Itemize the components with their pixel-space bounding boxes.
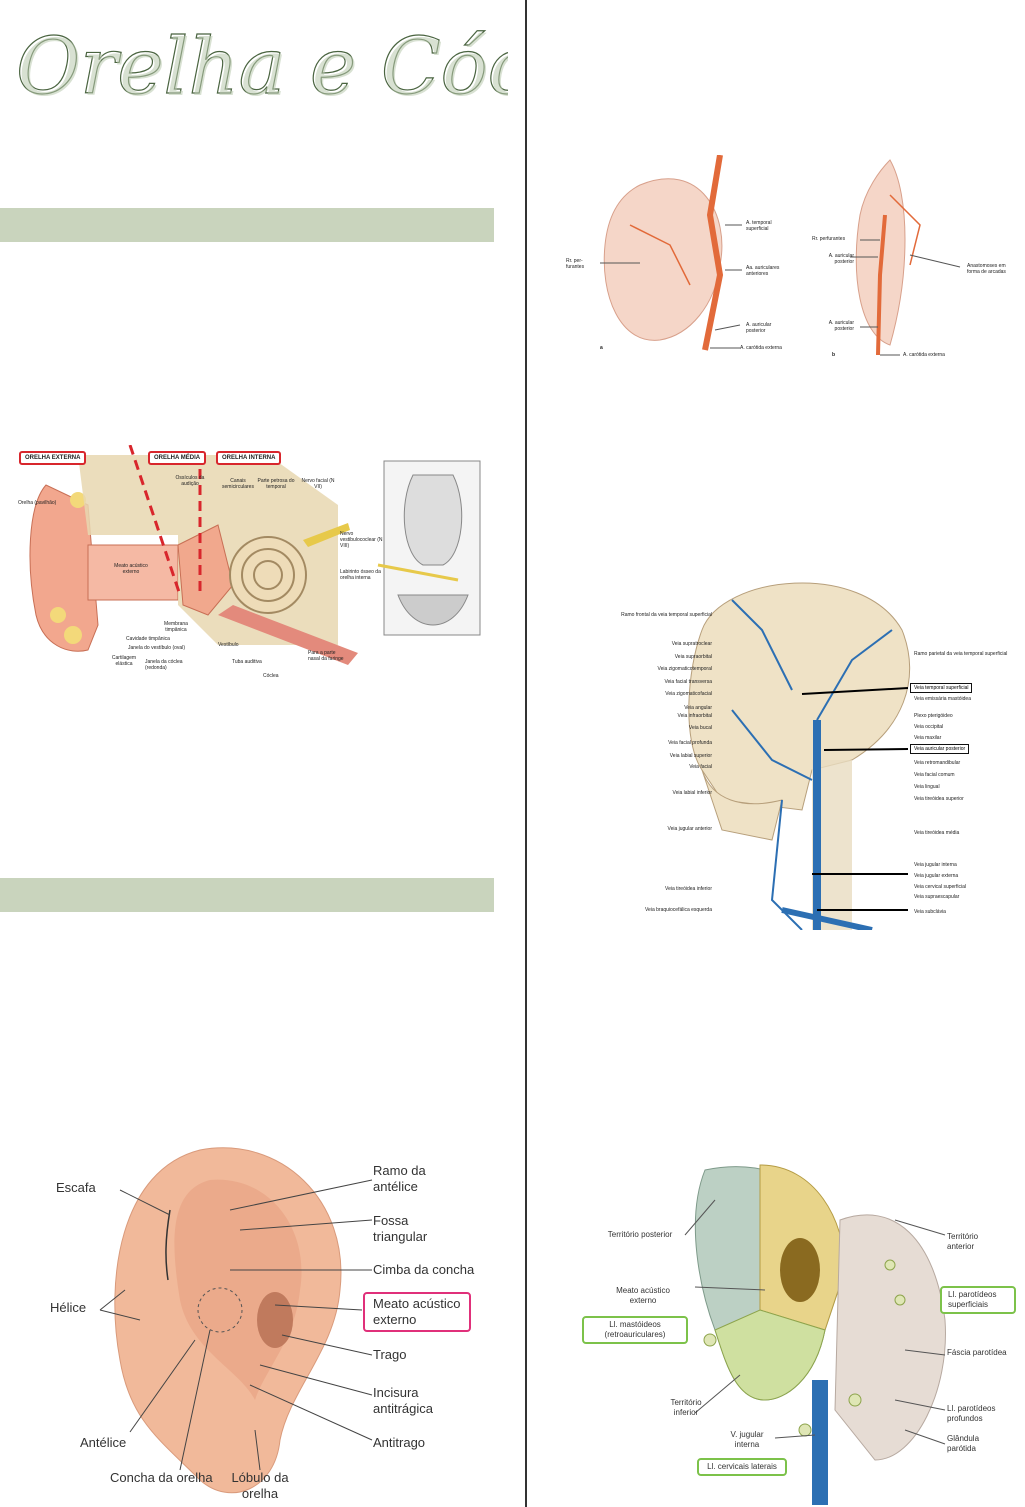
label-b-carotida: A. carótida externa: [903, 352, 945, 358]
vein-right-16: Veia subclávia: [914, 909, 946, 915]
vein-right-6-highlight: Veia auricular posterior: [910, 744, 969, 754]
region-label-external: ORELHA EXTERNA: [19, 451, 86, 465]
ear-sections-figure: ORELHA EXTERNA ORELHA MÉDIA ORELHA INTER…: [18, 445, 488, 685]
label-escafa: Escafa: [56, 1180, 96, 1196]
label-b-perfurantes: Rr. perfurantes: [812, 236, 845, 242]
vein-right-0: Ramo parietal da veia temporal superfici…: [914, 651, 1014, 657]
label-b-auricular-post: A. auricular posterior: [818, 253, 854, 265]
label-ossiculos: Ossículos da audição: [168, 475, 212, 487]
arteries-figure: A. temporal superficial Rr. per-furantes…: [560, 155, 1020, 370]
region-label-middle: ORELHA MÉDIA: [148, 451, 206, 465]
label-vestibulo: Vestíbulo: [218, 642, 239, 648]
label-a-carotida: A. carótida externa: [740, 345, 782, 351]
label-a-perfurantes: Rr. per-furantes: [566, 258, 596, 270]
section-band-1: [0, 208, 494, 242]
label-parte-petrosa: Parte petrosa do temporal: [256, 478, 296, 490]
vein-left-6: Veia angular: [620, 705, 712, 711]
label-nervo-facial: Nervo facial (N VII): [301, 478, 335, 490]
vein-left-13: Veia jugular anterior: [620, 826, 712, 832]
label-incisura: Incisura antitrágica: [373, 1385, 453, 1417]
vein-left-0: Ramo frontal da veia temporal superficia…: [612, 612, 712, 618]
label-territorio-posterior: Território posterior: [605, 1230, 675, 1240]
vein-left-8: Veia bucal: [620, 725, 712, 731]
label-meato-highlight: Meato acústico externo: [363, 1292, 471, 1332]
label-a-temporal: A. temporal superficial: [746, 220, 786, 232]
column-divider: [525, 0, 527, 1507]
label-lobulo: Lóbulo da orelha: [230, 1470, 290, 1502]
vein-left-3: Veia zigomaticotemporal: [610, 666, 712, 672]
vein-left-labels: Ramo frontal da veia temporal superficia…: [612, 612, 712, 618]
label-parotideos-prof: Ll. parotídeos profundos: [947, 1404, 1015, 1424]
label-meato: Meato acústico externo: [113, 563, 149, 575]
vein-left-15: Veia braquiocefálica esquerda: [620, 907, 712, 913]
label-mastoideos-highlight: Ll. mastóideos (retroauriculares): [582, 1316, 688, 1344]
auricle-figure: Escafa Hélice Antélice Concha da orelha …: [50, 1140, 490, 1507]
label-tuba: Tuba auditiva: [232, 659, 262, 665]
label-cervicais-highlight: Ll. cervicais laterais: [697, 1458, 787, 1476]
vein-right-8: Veia facial comum: [914, 772, 955, 778]
vein-right-10: Veia tireóidea superior: [914, 796, 964, 802]
label-helice: Hélice: [50, 1300, 86, 1316]
label-ramo: Ramo da antélice: [373, 1163, 453, 1195]
vein-right-13: Veia jugular externa: [914, 873, 958, 879]
vein-right-4: Veia occipital: [914, 724, 943, 730]
label-canais: Canais semicirculares: [218, 478, 258, 490]
vein-left-7: Veia infraorbital: [620, 713, 712, 719]
vein-right-15: Veia supraescapular: [914, 894, 959, 900]
label-jugular: V. jugular interna: [719, 1430, 775, 1450]
vein-right-14: Veia cervical superficial: [914, 884, 966, 890]
label-fascia: Fáscia parotídea: [947, 1348, 1007, 1358]
label-territorio-anterior: Território anterior: [947, 1232, 1007, 1252]
vein-left-10: Veia labial superior: [620, 753, 712, 759]
vein-left-9: Veia facial profunda: [620, 740, 712, 746]
label-territorio-inferior: Território inferior: [661, 1398, 711, 1418]
label-janela-coclea: Janela da cóclea (redonda): [145, 659, 185, 671]
vein-left-12: Veia labial inferior: [620, 790, 712, 796]
label-lymph-meato: Meato acústico externo: [603, 1286, 683, 1306]
label-membrana: Membrana timpânica: [158, 621, 194, 633]
page-title: Orelha e Cóclea Orelha e Cóclea: [8, 8, 508, 118]
vein-left-2: Veia supraorbital: [637, 654, 712, 660]
label-b-anastomoses: Anastomoses em forma de arcadas: [967, 263, 1017, 275]
vein-right-12: Veia jugular interna: [914, 862, 957, 868]
section-band-2: [0, 878, 494, 912]
vein-left-14: Veia tireóidea inferior: [610, 886, 712, 892]
label-cimba: Cimba da concha: [373, 1262, 474, 1278]
label-janela-vestibulo: Janela do vestíbulo (oval): [128, 645, 188, 651]
vein-right-5: Veia maxilar: [914, 735, 941, 741]
label-a-auricular-post: A. auricular posterior: [746, 322, 780, 334]
label-faringe: Para a parte nasal da faringe: [308, 650, 348, 662]
region-label-internal: ORELHA INTERNA: [216, 451, 281, 465]
vein-right-2: Veia emissária mastóidea: [914, 696, 971, 702]
label-orelha: Orelha (pavilhão): [18, 500, 58, 506]
label-coclea: Cóclea: [263, 673, 279, 679]
label-panel-b: b: [832, 352, 835, 358]
label-a-auriculares: Aa. auriculares anteriores: [746, 265, 786, 277]
label-nervo-vestibulococlear: Nervo vestibulococlear (N VIII): [340, 531, 386, 549]
vein-right-9: Veia lingual: [914, 784, 940, 790]
vein-right-7: Veia retromandibular: [914, 760, 960, 766]
label-b-auricular-post-2: A. auricular posterior: [818, 320, 854, 332]
vein-right-3: Plexo pterigóideo: [914, 713, 953, 719]
arteries-illustration: [560, 155, 1020, 370]
label-concha: Concha da orelha: [110, 1470, 213, 1486]
label-fossa: Fossa triangular: [373, 1213, 453, 1245]
lymph-figure: Território posterior Meato acústico exte…: [575, 1160, 1020, 1505]
vein-left-5: Veia zigomaticofacial: [620, 691, 712, 697]
label-antitrago: Antitrago: [373, 1435, 425, 1451]
label-antelice: Antélice: [80, 1435, 126, 1451]
vein-left-11: Veia facial: [620, 764, 712, 770]
label-cavidade: Cavidade timpânica: [126, 636, 170, 642]
label-labirinto: Labirinto ósseo da orelha interna: [340, 569, 384, 581]
vein-right-11: Veia tireóidea média: [914, 830, 959, 836]
vein-left-1: Veia supratroclear: [637, 641, 712, 647]
vein-right-1-highlight: Veia temporal superficial: [910, 683, 972, 693]
label-parotideos-sup-highlight: Ll. parotídeos superficiais: [940, 1286, 1016, 1314]
vein-left-4: Veia facial transversa: [620, 679, 712, 685]
label-trago: Trago: [373, 1347, 406, 1363]
label-panel-a: a: [600, 345, 603, 351]
label-glandula: Glândula parótida: [947, 1434, 1007, 1454]
page-title-fill: Orelha e Cóclea: [18, 24, 508, 114]
label-cartilagem: Cartilagem elástica: [108, 655, 140, 667]
